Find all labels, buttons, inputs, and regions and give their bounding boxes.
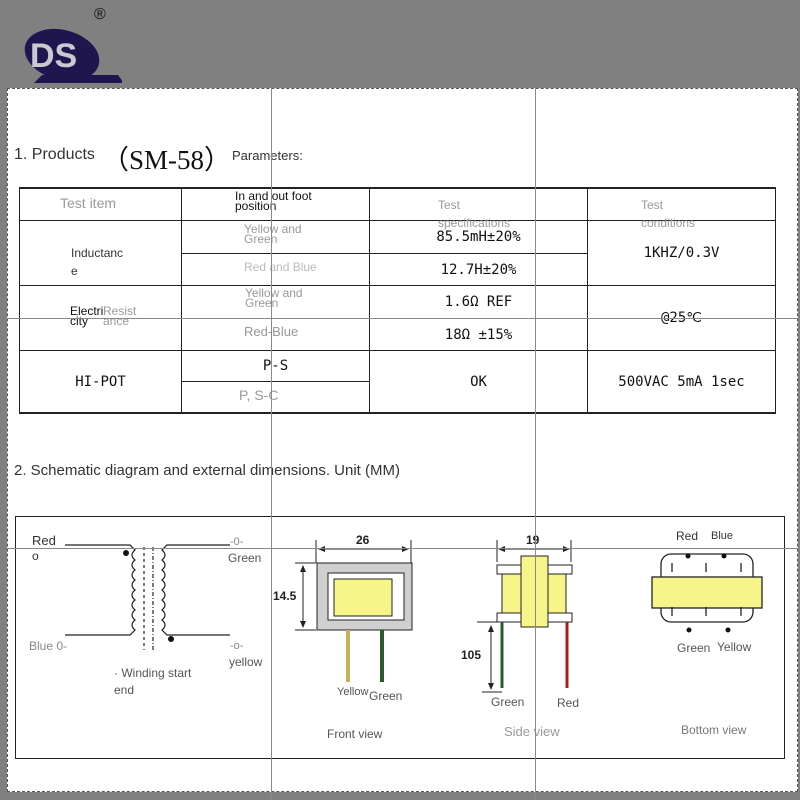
document-page	[7, 88, 798, 792]
guide-line	[535, 88, 536, 800]
model-number: （SM-58）	[102, 145, 232, 175]
hipot-spec: OK	[470, 373, 487, 390]
spec-resistance-2: 18Ω ±15%	[444, 326, 513, 343]
position-yellow-green: Yellow and Green	[244, 222, 302, 246]
electricity-label: Electricity	[70, 306, 104, 328]
guide-line	[7, 318, 800, 319]
hipot-label: HI-POT	[75, 373, 126, 390]
position-yellow-green-2: Yellow and Green	[245, 286, 303, 310]
section1-prefix: 1. Products	[14, 146, 95, 163]
header-foot-position: In and out foot position	[235, 189, 312, 213]
section2-title: 2. Schematic diagram and external dimens…	[14, 462, 400, 479]
section1-suffix: Parameters:	[232, 148, 303, 163]
position-red-blue: Red and Blue	[244, 260, 317, 274]
svg-text:DS: DS	[30, 37, 77, 75]
guide-line	[271, 88, 272, 800]
spec-resistance-1: 1.6Ω REF	[444, 294, 513, 310]
ds-logo: DS	[12, 15, 124, 87]
registered-mark: ®	[94, 6, 106, 23]
condition-inductance: 1KHZ/0.3V	[643, 245, 720, 261]
header-test-spec: Test specifications	[438, 198, 511, 230]
header-test-item: Test item	[60, 195, 117, 211]
resistance-label: Resistance	[103, 304, 137, 328]
spec-inductance-2: 12.7H±20%	[440, 261, 517, 278]
spec-inductance-1: 85.5mH±20%	[436, 229, 521, 245]
header-test-conditions: Test conditions	[641, 198, 696, 230]
diagram-box	[15, 516, 785, 759]
inductance-label: Inductance	[71, 246, 124, 278]
guide-line	[7, 548, 800, 549]
hipot-condition: 500VAC 5mA 1sec	[618, 373, 745, 390]
hipot-position-ps: P-S	[262, 358, 289, 374]
hipot-position-psc: P, S-C	[239, 387, 279, 403]
